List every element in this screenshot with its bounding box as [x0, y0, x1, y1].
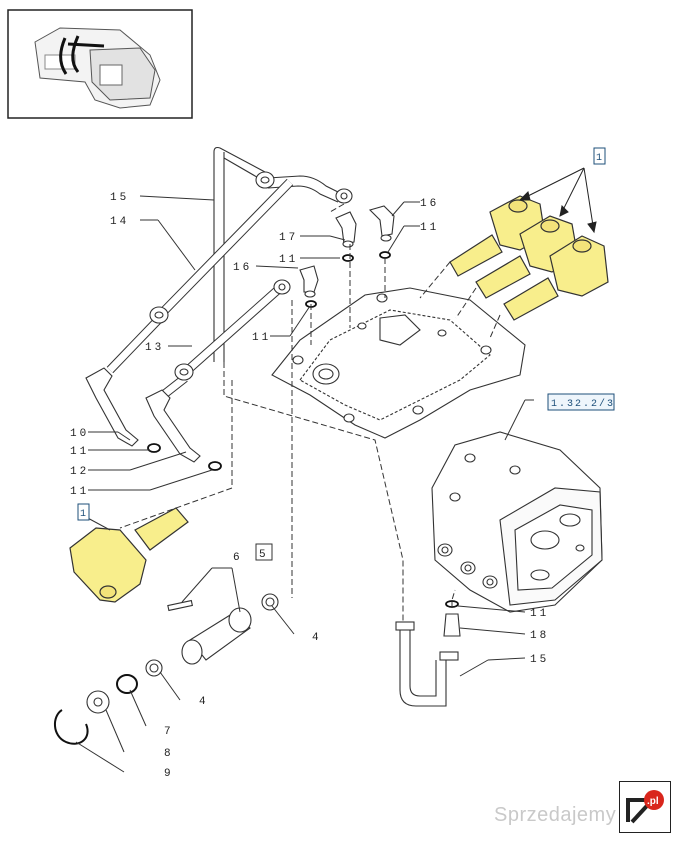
callout-4-right: 4	[312, 632, 322, 644]
logo-icon: .pl	[626, 790, 664, 824]
logo-text: .pl	[647, 796, 659, 807]
callout-11-upper: 11	[279, 254, 298, 266]
callout-11-middle: 11	[252, 332, 271, 344]
callout-labels: 15 14 16 11 17 11 16 11 13 10 11 12 11 6…	[70, 192, 549, 780]
callout-9: 9	[164, 768, 174, 780]
callout-11-left-b: 11	[70, 486, 89, 498]
callout-11-right: 11	[530, 608, 549, 620]
callout-13: 13	[145, 342, 164, 354]
valve-housing-plate	[271, 287, 526, 439]
watermark-text: Sprzedajemy	[494, 804, 617, 826]
distributor-block	[431, 431, 603, 613]
reference-section-link[interactable]: 1.32.2/3	[551, 398, 615, 410]
spool-assembly	[54, 593, 279, 745]
logo-badge[interactable]: .pl	[619, 781, 671, 833]
solenoid-valve-left	[69, 507, 189, 603]
callout-14: 14	[110, 216, 129, 228]
reference-1-left[interactable]: 1	[80, 509, 88, 520]
reference-1-top[interactable]: 1	[596, 153, 604, 164]
callout-5: 5	[259, 549, 269, 561]
callout-11-top-right: 11	[420, 222, 439, 234]
solenoid-valves-highlighted	[69, 195, 609, 603]
callout-17: 17	[279, 232, 298, 244]
elbow-fittings	[85, 205, 461, 637]
solenoid-valve-3	[503, 235, 609, 321]
callout-10: 10	[70, 428, 89, 440]
callout-15-bottom: 15	[530, 654, 549, 666]
callout-8: 8	[164, 748, 174, 760]
reference-boxes	[77, 147, 615, 561]
callout-12: 12	[70, 466, 89, 478]
assembly-dashed-lines	[119, 203, 501, 622]
pipe-nuts	[149, 171, 459, 661]
reference-arrows	[518, 167, 597, 234]
thumbnail-inset	[7, 9, 193, 119]
callout-18: 18	[530, 630, 549, 642]
callout-7: 7	[164, 726, 174, 738]
pipes	[106, 146, 447, 707]
callout-15-top: 15	[110, 192, 129, 204]
callout-16-top: 16	[420, 198, 439, 210]
callout-6: 6	[233, 552, 243, 564]
callout-11-left-a: 11	[70, 446, 89, 458]
callout-4-left: 4	[199, 696, 209, 708]
callout-16-middle: 16	[233, 262, 252, 274]
